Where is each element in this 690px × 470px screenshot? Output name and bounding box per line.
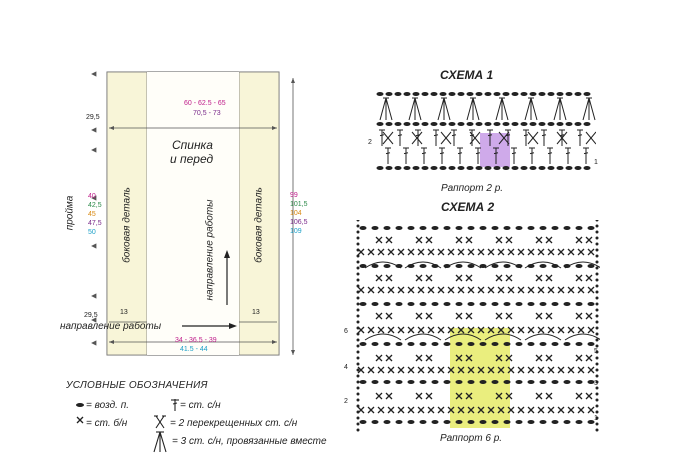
width-top-sizes-b: 70,5 - 73 — [193, 110, 221, 117]
width-bottom-sizes-b: 41.5 - 44 — [180, 346, 208, 353]
width-top-sizes-a: 60 - 62.5 - 65 — [184, 100, 226, 107]
side-panel-right — [238, 71, 280, 356]
armhole-depth-top: 29,5 — [86, 114, 100, 121]
armhole-depth-bottom: 29,5 — [84, 312, 98, 319]
side-panel-left — [106, 71, 148, 356]
left-size-2: 42,5 — [88, 202, 102, 209]
right-size-3: 104 — [290, 210, 302, 217]
scheme1-row-right: 1 — [594, 159, 598, 166]
legend-dc: = ст. с/н — [180, 400, 221, 411]
label-armhole: пройма — [64, 195, 76, 231]
crossed-dc-symbol-icon — [154, 415, 166, 429]
legend-symbols — [76, 399, 179, 453]
sc-symbol-icon — [76, 416, 84, 424]
label-back-front-2: и перед — [170, 152, 214, 166]
side-width-right: 13 — [252, 309, 260, 316]
scheme2-repeat: Раппорт 6 р. — [440, 433, 503, 444]
scheme2-row-2: 2 — [344, 398, 348, 405]
right-size-1: 99 — [290, 192, 298, 199]
side-width-left: 13 — [120, 309, 128, 316]
legend-cross: = 2 перекрещенных ст. с/н — [170, 418, 298, 429]
label-side-right: боковая деталь — [253, 187, 265, 263]
left-size-4: 47,5 — [88, 220, 102, 227]
legend-chain: = возд. п. — [86, 400, 129, 411]
scheme1-repeat: Раппорт 2 р. — [441, 183, 504, 194]
scheme1-chart — [376, 92, 596, 170]
left-size-3: 45 — [88, 211, 96, 218]
label-back-front-1: Спинка — [172, 138, 213, 152]
scheme2-title: СХЕМА 2 — [441, 200, 495, 214]
legend-sc: = ст. б/н — [86, 418, 128, 429]
scheme1-highlight — [480, 133, 510, 167]
right-size-5: 109 — [290, 228, 302, 235]
scheme2-row-6: 6 — [344, 328, 348, 335]
width-bottom-sizes-a: 34 - 36.5 - 39 — [175, 337, 217, 344]
cluster-symbol-icon — [153, 431, 167, 453]
legend-cluster: = 3 ст. с/н, провязанные вместе — [172, 436, 327, 447]
scheme2-chart — [356, 220, 600, 432]
label-direction-horizontal: направление работы — [60, 321, 162, 332]
label-direction-vertical: направление работы — [204, 199, 216, 301]
dc-symbol-icon — [171, 399, 179, 411]
legend-title: УСЛОВНЫЕ ОБОЗНАЧЕНИЯ — [66, 380, 208, 391]
center-panel — [147, 72, 239, 355]
chain-symbol-icon — [76, 403, 84, 407]
left-size-5: 50 — [88, 229, 96, 236]
right-size-4: 106,5 — [290, 219, 308, 226]
scheme2-row-3: 3 — [594, 380, 598, 387]
left-size-1: 40 — [88, 193, 96, 200]
scheme2-row-4: 4 — [344, 364, 348, 371]
scheme1-row-left: 2 — [368, 139, 372, 146]
right-size-2: 101,5 — [290, 201, 308, 208]
label-side-left: боковая деталь — [121, 187, 133, 263]
scheme1-title: СХЕМА 1 — [440, 68, 494, 82]
